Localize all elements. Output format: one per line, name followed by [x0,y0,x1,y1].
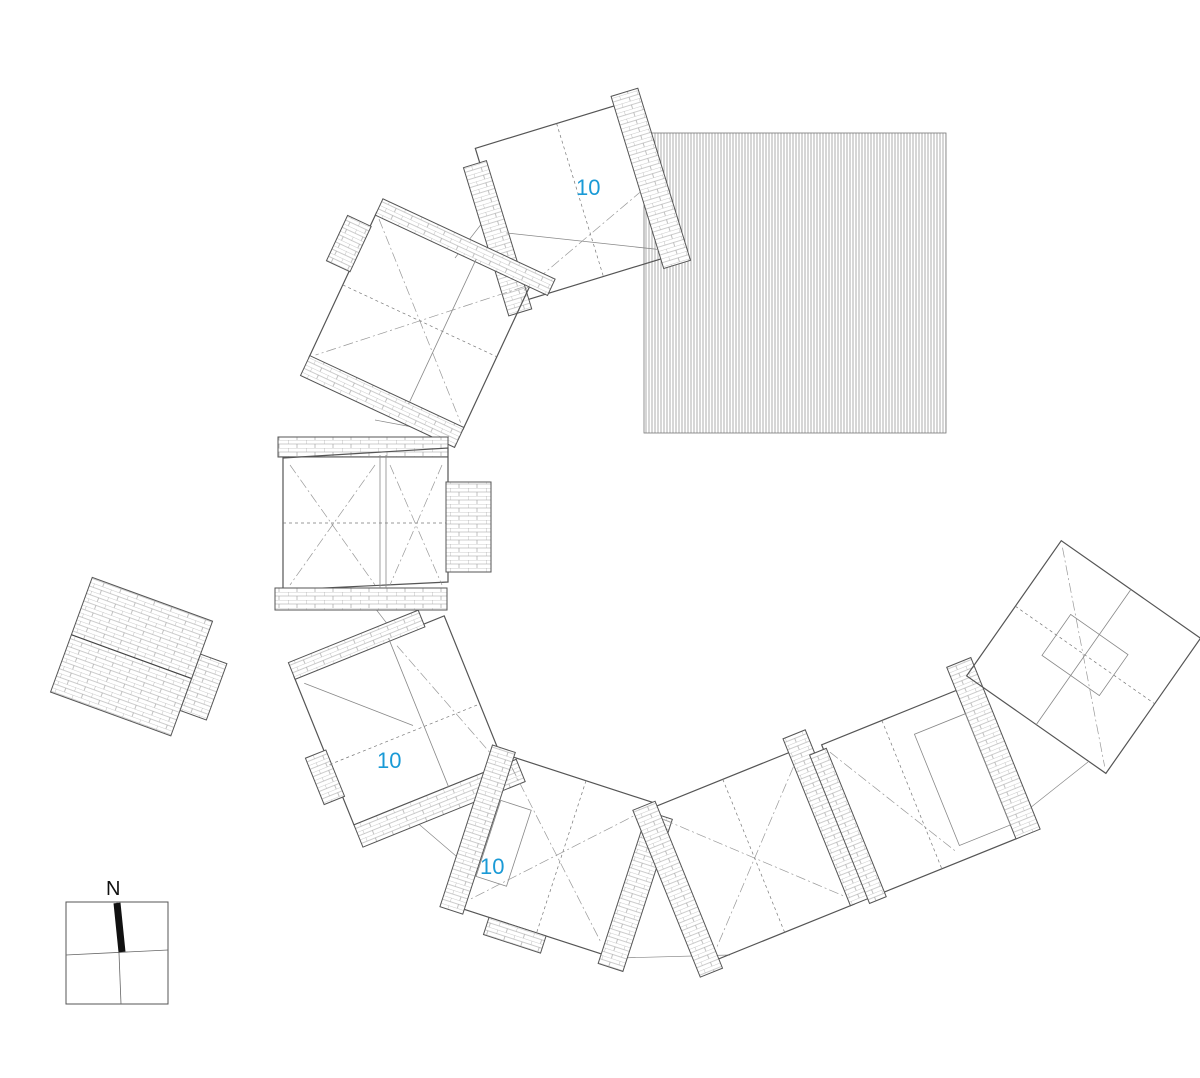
unit-2 [299,198,556,449]
terrace [643,132,947,434]
unit-7 [808,656,1041,905]
room-label: 10 [576,175,600,200]
room-label: 10 [480,854,504,879]
north-arrow-icon: N [65,878,169,1005]
unit-6 [632,729,874,978]
unit-8 [965,539,1200,775]
unit-3 [274,436,492,611]
room-label: 10 [377,748,401,773]
unit-4 [287,609,526,848]
detached-pavilion [49,576,228,737]
north-label: N [106,878,120,900]
